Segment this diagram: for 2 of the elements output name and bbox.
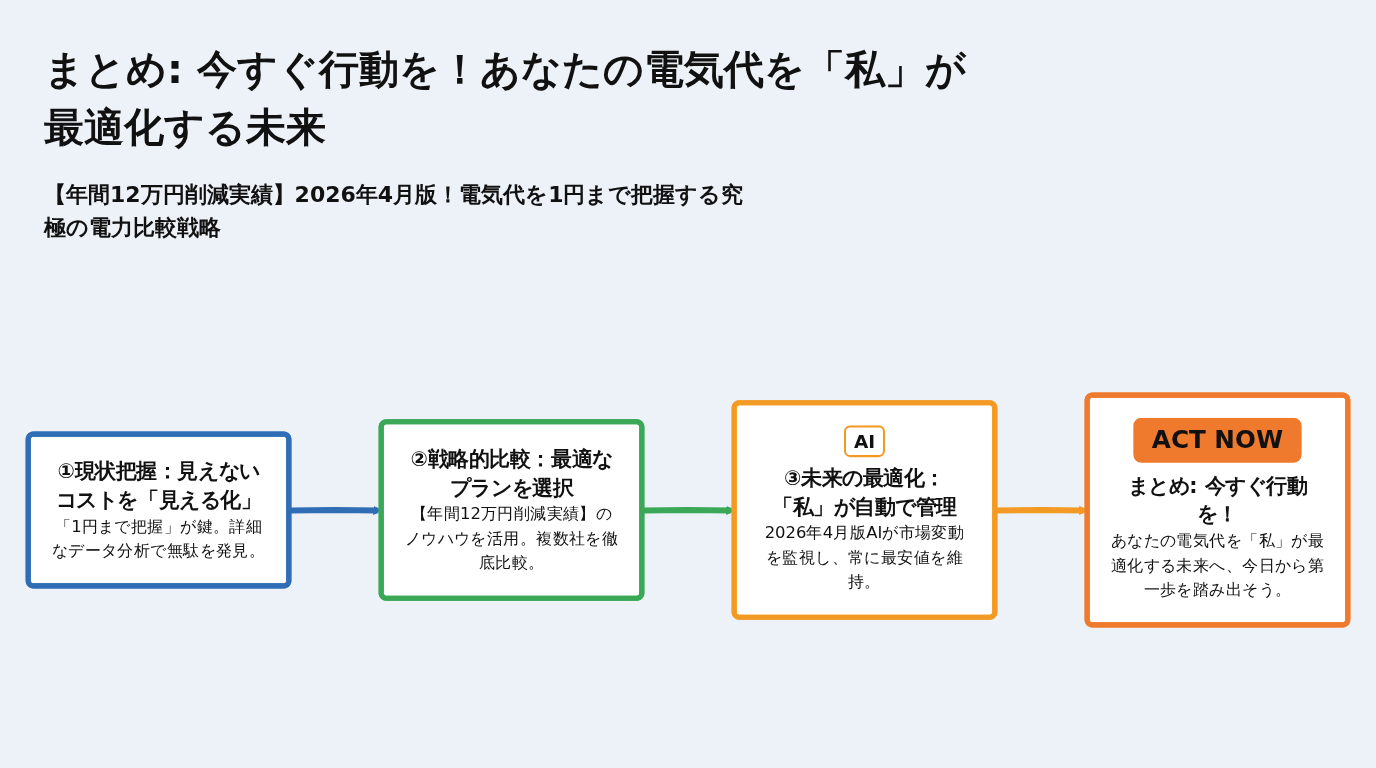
subtitle: 【年間12万円削減実績】2026年4月版！電気代を1円まで把握する究極の電力比較戦略 (44, 181, 744, 242)
title: まとめ: 今すぐ行動を！あなたの電気代を「私」が最適化する未来 (44, 45, 967, 152)
